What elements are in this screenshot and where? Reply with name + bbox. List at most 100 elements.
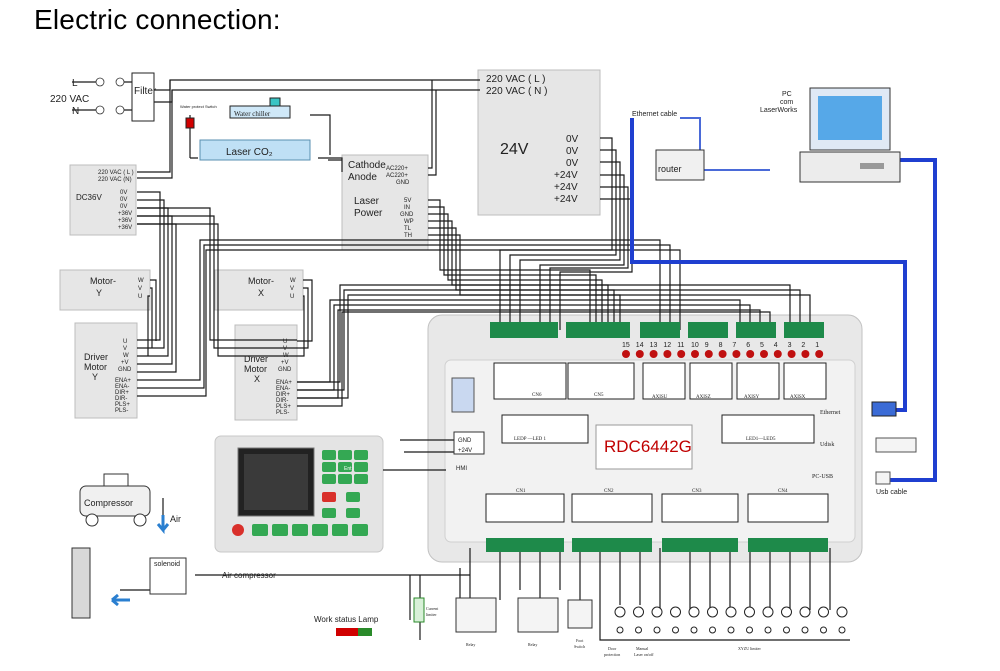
hmi-key[interactable] (322, 474, 336, 484)
status-led-number: 5 (760, 342, 764, 349)
hmi-key[interactable] (354, 474, 368, 484)
cn4-label: CN4 (778, 489, 788, 494)
driver-x-title-3: X (254, 374, 260, 384)
laser-tube-label: Laser CO₂ (226, 147, 273, 158)
hmi-function-key[interactable] (312, 524, 328, 536)
dc36-pin-4: +36V (118, 218, 132, 224)
limit-switch-icon (744, 606, 755, 618)
hmi-function-key[interactable] (252, 524, 268, 536)
board-bottom-connectors (486, 538, 828, 552)
power-supply-24v-box (477, 69, 601, 216)
hmi-screen-inner (244, 454, 308, 510)
hmi-key[interactable] (354, 450, 368, 460)
udisk-icon (875, 437, 917, 453)
status-led-number: 9 (705, 342, 709, 349)
axisx-label: AXISX (790, 395, 806, 400)
current-limiter-2: limiter (426, 612, 437, 617)
hmi-key[interactable] (354, 462, 368, 472)
limit-switch-contact-icon (616, 626, 624, 634)
foot-switch-1: Foot (576, 638, 584, 643)
lp-pin-3: WP (404, 219, 414, 225)
psu-input-l: 220 VAC ( L ) (486, 74, 545, 85)
pc-com-label: com (780, 99, 793, 106)
axisz-label: AXISZ (696, 395, 711, 400)
psu-out-4: +24V (554, 182, 578, 193)
filter-block (95, 72, 155, 122)
driver-motor-x-box (234, 324, 298, 421)
limit-switch-icon (633, 606, 644, 618)
hmi-function-key[interactable] (352, 524, 368, 536)
hmi-function-key[interactable] (232, 524, 244, 536)
hmi-key[interactable] (322, 492, 336, 502)
limit-switch-icon (651, 606, 663, 618)
status-led-number: 7 (732, 342, 736, 349)
driver-y-sig-1: ENA- (115, 384, 129, 390)
hmi-key[interactable] (338, 462, 352, 472)
filter-box (131, 72, 155, 122)
board-top-connectors (451, 322, 824, 455)
limit-switch-icon (670, 606, 681, 618)
limit-switch-icon (707, 606, 718, 618)
status-led-number: 3 (788, 342, 792, 349)
status-led-number: 15 (622, 342, 630, 349)
hmi-function-key[interactable] (332, 524, 348, 536)
hmi-key[interactable] (338, 450, 352, 460)
limit-switch-contact-icon (783, 626, 790, 634)
driver-y-u: U (123, 339, 127, 345)
status-led-number: 12 (663, 342, 671, 349)
dc36-pin-0: 0V (120, 190, 127, 196)
board-pcusb-label: PC-USB (812, 474, 833, 480)
air-compressor-wire-label: Air compressor (222, 571, 276, 580)
usb-cable-label: Usb cable (876, 489, 907, 496)
driver-x-v: V (283, 346, 287, 352)
dc36-pin-1: 0V (120, 197, 127, 203)
status-led-number: 14 (636, 342, 644, 349)
cn1-label: CN1 (516, 489, 526, 494)
hmi-center-key: Ent (344, 466, 352, 472)
status-led-number: 6 (746, 342, 750, 349)
psu-title: 24V (500, 141, 529, 158)
pc-label: PC (782, 91, 792, 98)
driver-x-w: W (283, 353, 289, 359)
label-cathode: Cathode (348, 160, 386, 171)
driver-x-sig-1: ENA- (276, 386, 290, 392)
driver-y-gnd: GND (118, 367, 132, 373)
ethernet-port-icon (871, 401, 897, 417)
driver-y-v: V (123, 346, 127, 352)
manual-1: Manual (636, 646, 649, 651)
status-led (815, 350, 824, 358)
board-24v: +24V (458, 448, 472, 454)
hmi-keypad (232, 450, 368, 536)
router-icon (655, 149, 705, 181)
water-chiller-label: Water chiller (234, 110, 271, 118)
xyz-limiter: XYZU limiter (738, 646, 761, 651)
hmi-key[interactable] (346, 492, 360, 502)
pc-software-label: LaserWorks (760, 107, 798, 114)
hmi-key[interactable] (346, 508, 360, 518)
hmi-key[interactable] (322, 450, 336, 460)
status-led (704, 350, 713, 358)
label-filter: Filter (134, 86, 157, 97)
laser-power-box (341, 154, 429, 251)
motor-y-v: V (138, 286, 142, 292)
hmi-function-key[interactable] (292, 524, 308, 536)
hmi-key[interactable] (322, 462, 336, 472)
motor-x-u: U (290, 294, 294, 300)
hmi-function-key[interactable] (272, 524, 288, 536)
status-led (760, 350, 768, 358)
driver-y-sig-2: DIR+ (115, 390, 129, 396)
lp-pin-5: TH (404, 233, 412, 239)
hmi-key[interactable] (338, 474, 352, 484)
ethernet-cable-label: Ethernet cable (632, 111, 677, 118)
dc36-pin-3: +36V (118, 211, 132, 217)
label-n: N (72, 106, 79, 117)
driver-x-title-1: Driver (244, 354, 268, 364)
hmi-key[interactable] (322, 508, 336, 518)
board-ethernet-label: Ethernet (820, 410, 841, 416)
board-gnd: GND (458, 438, 472, 444)
dc36-pin-2: 0V (120, 204, 127, 210)
limit-switch-contact-icon (746, 626, 753, 634)
limit-switch-icon (781, 606, 792, 618)
limit-switch-contact-icon (653, 626, 661, 634)
